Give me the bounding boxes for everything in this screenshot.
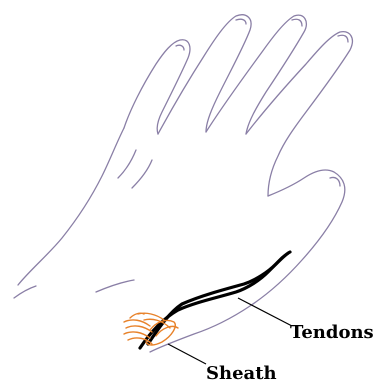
hand-outline-middle-nail [292, 19, 302, 26]
hand-outline-thumb-nail [330, 177, 340, 186]
hand-outline-wrist-base [14, 286, 36, 298]
tendons [140, 252, 290, 348]
tendons-leader-line [238, 298, 292, 326]
hand-outline-middle [206, 15, 306, 134]
hand-outline-ring [158, 15, 251, 134]
hand-outline-palm-crease-2 [132, 160, 152, 188]
hand-outline-palm-crease [118, 150, 136, 178]
tendon-lower [140, 258, 282, 348]
sheath-loop-1 [124, 320, 150, 326]
sheath-leader-line [168, 344, 206, 364]
hand-outline [14, 15, 352, 352]
hand-outline-index [246, 32, 352, 196]
hand-outline-pinky [124, 40, 190, 134]
sheath-loop-2 [126, 326, 152, 332]
sheath-tail [130, 313, 144, 318]
hand-outline-ring-nail [236, 19, 246, 24]
tendons-label: Tendons [290, 322, 374, 343]
sheath-label: Sheath [206, 363, 277, 383]
hand-outline-index-nail [338, 35, 348, 42]
hand-outline-wrist-crease [96, 280, 134, 292]
hand-outline-pinky-nail [176, 45, 184, 50]
hand-outline-left-edge [18, 128, 124, 285]
